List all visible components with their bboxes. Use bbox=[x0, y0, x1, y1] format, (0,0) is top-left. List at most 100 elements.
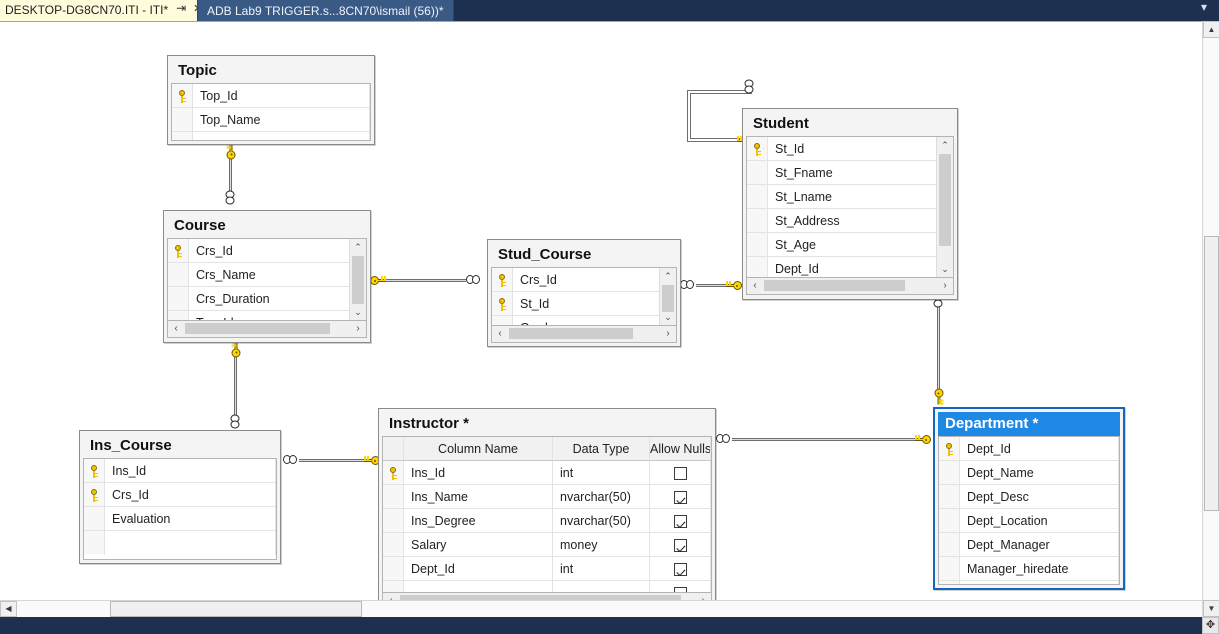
chevron-down-icon[interactable] bbox=[1200, 0, 1213, 17]
scroll-right-icon[interactable]: › bbox=[356, 323, 360, 334]
scroll-right-icon[interactable]: › bbox=[943, 280, 947, 291]
table-stud-course[interactable]: Stud_Course Crs_Id bbox=[487, 239, 681, 347]
grid-horizontal-scrollbar[interactable]: ‹ › bbox=[491, 326, 677, 343]
table-row[interactable]: Dept_Id bbox=[747, 256, 953, 277]
scroll-left-icon[interactable]: ‹ bbox=[753, 280, 757, 291]
table-row[interactable]: Evaluation bbox=[84, 506, 276, 531]
scroll-left-icon[interactable]: ‹ bbox=[498, 328, 502, 339]
tab-database-diagram[interactable]: DESKTOP-DG8CN70.ITI - ITI* bbox=[0, 0, 210, 21]
allow-nulls-cell[interactable] bbox=[649, 532, 711, 557]
allow-nulls-cell[interactable] bbox=[649, 556, 711, 581]
table-row[interactable]: Dept_Id bbox=[939, 437, 1119, 461]
table-row[interactable]: St_Fname bbox=[747, 160, 953, 185]
table-row[interactable]: Ins_Id int bbox=[383, 460, 711, 485]
column-name[interactable]: Ins_Degree bbox=[403, 508, 553, 533]
scroll-left-button[interactable]: ◀ bbox=[0, 601, 17, 617]
relationship-department-student[interactable] bbox=[930, 293, 950, 407]
table-row[interactable]: Manager_hiredate bbox=[939, 556, 1119, 581]
allow-nulls-cell[interactable] bbox=[649, 484, 711, 509]
scrollbar-thumb[interactable] bbox=[939, 154, 951, 246]
table-row-empty[interactable] bbox=[172, 131, 370, 140]
table-row[interactable]: Top_Name bbox=[172, 107, 370, 132]
table-row[interactable]: Crs_Name bbox=[168, 262, 366, 287]
column-name[interactable]: Ins_Id bbox=[403, 460, 553, 485]
scrollbar-thumb[interactable] bbox=[110, 601, 362, 617]
grid-vertical-scrollbar[interactable]: ⌃ ⌄ bbox=[349, 239, 366, 320]
tab-adb-lab9-trigger[interactable]: ADB Lab9 TRIGGER.s...8CN70\ismail (56))* bbox=[197, 0, 454, 21]
allow-nulls-checkbox[interactable] bbox=[673, 562, 687, 576]
table-row[interactable]: Salary money bbox=[383, 532, 711, 557]
scrollbar-thumb[interactable] bbox=[185, 323, 330, 334]
table-row[interactable]: Top_Id bbox=[168, 310, 366, 320]
table-row-empty[interactable] bbox=[84, 530, 276, 555]
scroll-right-icon[interactable]: › bbox=[666, 328, 670, 339]
scrollbar-thumb[interactable] bbox=[662, 285, 674, 312]
relationship-instructor-ins_course[interactable] bbox=[283, 455, 383, 469]
column-data-type[interactable]: int bbox=[552, 460, 650, 485]
diagram-canvas[interactable]: مستقل mostaql.com bbox=[0, 22, 1190, 605]
table-row[interactable]: Dept_Location bbox=[939, 508, 1119, 533]
scrollbar-thumb[interactable] bbox=[509, 328, 633, 339]
header-allow-nulls[interactable]: Allow Nulls bbox=[649, 437, 711, 461]
column-data-type[interactable]: nvarchar(50) bbox=[552, 484, 650, 509]
header-column-name[interactable]: Column Name bbox=[403, 437, 553, 461]
table-row[interactable]: Ins_Id bbox=[84, 459, 276, 483]
allow-nulls-checkbox[interactable] bbox=[673, 586, 687, 592]
scroll-down-icon[interactable]: ⌄ bbox=[354, 307, 362, 317]
table-grid[interactable]: Top_Id Top_Name bbox=[171, 83, 371, 141]
table-row[interactable]: Crs_Duration bbox=[168, 286, 366, 311]
table-row[interactable] bbox=[383, 580, 711, 592]
allow-nulls-cell[interactable] bbox=[649, 508, 711, 533]
table-ins-course[interactable]: Ins_Course Ins_Id C bbox=[79, 430, 281, 564]
canvas-horizontal-scrollbar[interactable]: ◀ bbox=[0, 600, 1202, 617]
scroll-up-icon[interactable]: ⌃ bbox=[941, 140, 949, 150]
scrollbar-thumb[interactable] bbox=[352, 256, 364, 304]
table-row[interactable]: St_Address bbox=[747, 208, 953, 233]
table-row[interactable]: Crs_Id bbox=[168, 239, 366, 263]
table-department[interactable]: Department * Dept_Id Dept_Name bbox=[933, 407, 1125, 590]
scroll-up-icon[interactable]: ⌃ bbox=[354, 242, 362, 252]
scroll-down-icon[interactable]: ⌄ bbox=[664, 312, 672, 322]
column-data-type[interactable] bbox=[552, 580, 650, 592]
relationship-course-stud_course[interactable] bbox=[370, 275, 490, 289]
column-data-type[interactable]: money bbox=[552, 532, 650, 557]
table-row[interactable]: Ins_Name nvarchar(50) bbox=[383, 484, 711, 509]
table-course[interactable]: Course Crs_Id Crs_Name bbox=[163, 210, 371, 343]
table-grid[interactable]: Ins_Id Crs_Id Evaluation bbox=[83, 458, 277, 560]
column-name[interactable] bbox=[403, 580, 553, 592]
table-instructor[interactable]: Instructor * Column Name Data Type Allow… bbox=[378, 408, 716, 605]
grid-vertical-scrollbar[interactable]: ⌃ ⌄ bbox=[659, 268, 676, 325]
relationship-department-instructor[interactable] bbox=[716, 434, 934, 448]
table-grid[interactable]: Crs_Id St_Id Grade bbox=[491, 267, 677, 326]
table-grid[interactable]: Column Name Data Type Allow Nulls Ins_Id… bbox=[382, 436, 712, 593]
scroll-down-icon[interactable]: ⌄ bbox=[941, 264, 949, 274]
table-row[interactable]: Crs_Id bbox=[492, 268, 676, 292]
scrollbar-thumb[interactable] bbox=[764, 280, 905, 291]
column-name[interactable]: Dept_Id bbox=[403, 556, 553, 581]
scroll-up-button[interactable]: ▲ bbox=[1203, 21, 1219, 38]
table-row[interactable]: Top_Id bbox=[172, 84, 370, 108]
allow-nulls-checkbox[interactable] bbox=[673, 466, 687, 480]
column-name[interactable]: Salary bbox=[403, 532, 553, 557]
allow-nulls-checkbox[interactable] bbox=[673, 490, 687, 504]
table-row-empty[interactable] bbox=[939, 580, 1119, 584]
allow-nulls-checkbox[interactable] bbox=[673, 514, 687, 528]
table-row[interactable]: Grade bbox=[492, 315, 676, 325]
table-row[interactable]: Dept_Name bbox=[939, 460, 1119, 485]
grid-vertical-scrollbar[interactable]: ⌃ ⌄ bbox=[936, 137, 953, 277]
move-resize-icon[interactable]: ✥ bbox=[1202, 617, 1219, 634]
table-row[interactable]: Dept_Id int bbox=[383, 556, 711, 581]
scroll-up-icon[interactable]: ⌃ bbox=[664, 271, 672, 281]
scroll-down-button[interactable]: ▼ bbox=[1203, 600, 1219, 617]
table-student[interactable]: Student St_Id St_Fname bbox=[742, 108, 958, 300]
table-row[interactable]: Crs_Id bbox=[84, 482, 276, 507]
table-grid[interactable]: St_Id St_Fname St_Lname St_Address bbox=[746, 136, 954, 278]
scrollbar-thumb[interactable] bbox=[1204, 236, 1219, 511]
table-row[interactable]: Dept_Manager bbox=[939, 532, 1119, 557]
scroll-left-icon[interactable]: ‹ bbox=[174, 323, 178, 334]
relationship-topic-course[interactable] bbox=[222, 143, 242, 208]
grid-horizontal-scrollbar[interactable]: ‹ › bbox=[746, 278, 954, 295]
table-row[interactable]: St_Id bbox=[492, 291, 676, 316]
table-grid[interactable]: Dept_Id Dept_Name Dept_Desc Dept_Lo bbox=[938, 436, 1120, 585]
table-topic[interactable]: Topic Top_Id Top_Name bbox=[167, 55, 375, 145]
